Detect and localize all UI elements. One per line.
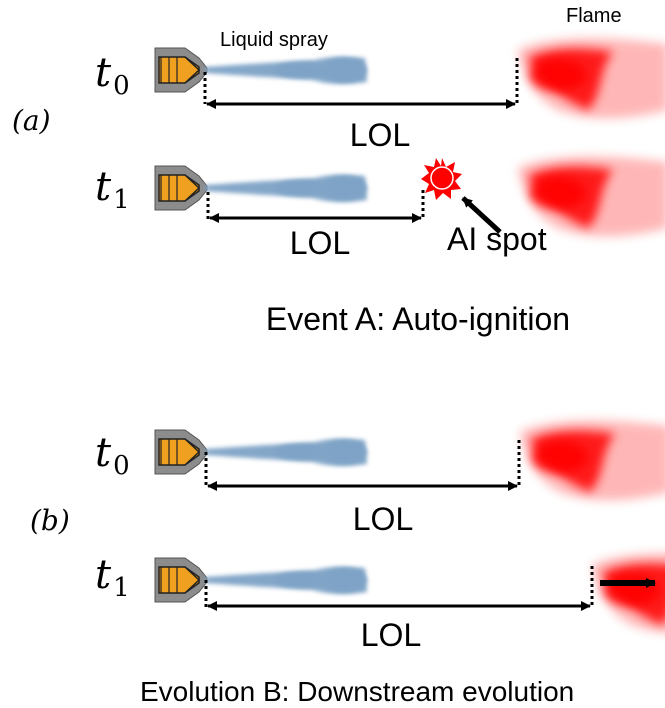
ai-pointer-arrow — [461, 196, 502, 234]
lol-label: LOL — [361, 617, 421, 653]
time-subscript: 1 — [113, 185, 130, 215]
flame-shape — [592, 553, 665, 633]
time-subscript: 0 — [113, 71, 130, 101]
time-label: t1 — [95, 164, 130, 215]
flame-shape — [520, 420, 665, 500]
time-label: t1 — [95, 552, 130, 603]
time-label: t0 — [95, 430, 130, 481]
nozzle-icon — [154, 557, 208, 603]
ai-spot-icon — [421, 158, 462, 200]
panel-b-row1: t1 LOL — [95, 552, 665, 653]
panel-b-row0: t0 LOL — [95, 420, 665, 537]
spray-plume — [205, 439, 367, 466]
time-label: t0 — [95, 50, 130, 101]
nozzle-icon — [154, 429, 208, 475]
panel-a: (a) t0 Liquid spray Flame LOL t1 A — [12, 5, 665, 337]
panel-a-label: (a) — [12, 104, 51, 137]
nozzle-icon — [154, 165, 208, 211]
lol-label: LOL — [350, 117, 410, 153]
nozzle-icon — [154, 47, 208, 93]
spray-plume — [205, 57, 367, 84]
lol-label: LOL — [353, 501, 413, 537]
spray-plume — [205, 175, 367, 202]
flame-shape — [518, 38, 665, 118]
spray-plume — [205, 567, 367, 594]
flame-label: Flame — [566, 5, 622, 27]
panel-b-label: (b) — [30, 504, 70, 537]
time-subscript: 1 — [113, 573, 130, 603]
panel-a-row0: t0 Liquid spray Flame LOL — [95, 5, 665, 153]
panel-b-caption: Evolution B: Downstream evolution — [140, 676, 574, 707]
ai-spot-label: AI spot — [447, 221, 547, 257]
panel-a-row1: t1 AI spot LOL — [95, 156, 665, 261]
spray-label: Liquid spray — [220, 29, 328, 51]
panel-a-caption: Event A: Auto-ignition — [266, 301, 570, 337]
lol-label: LOL — [290, 225, 350, 261]
time-subscript: 0 — [113, 451, 130, 481]
panel-b: (b) t0 LOL t1 LOL Evolution B: Downstrea… — [30, 420, 665, 707]
